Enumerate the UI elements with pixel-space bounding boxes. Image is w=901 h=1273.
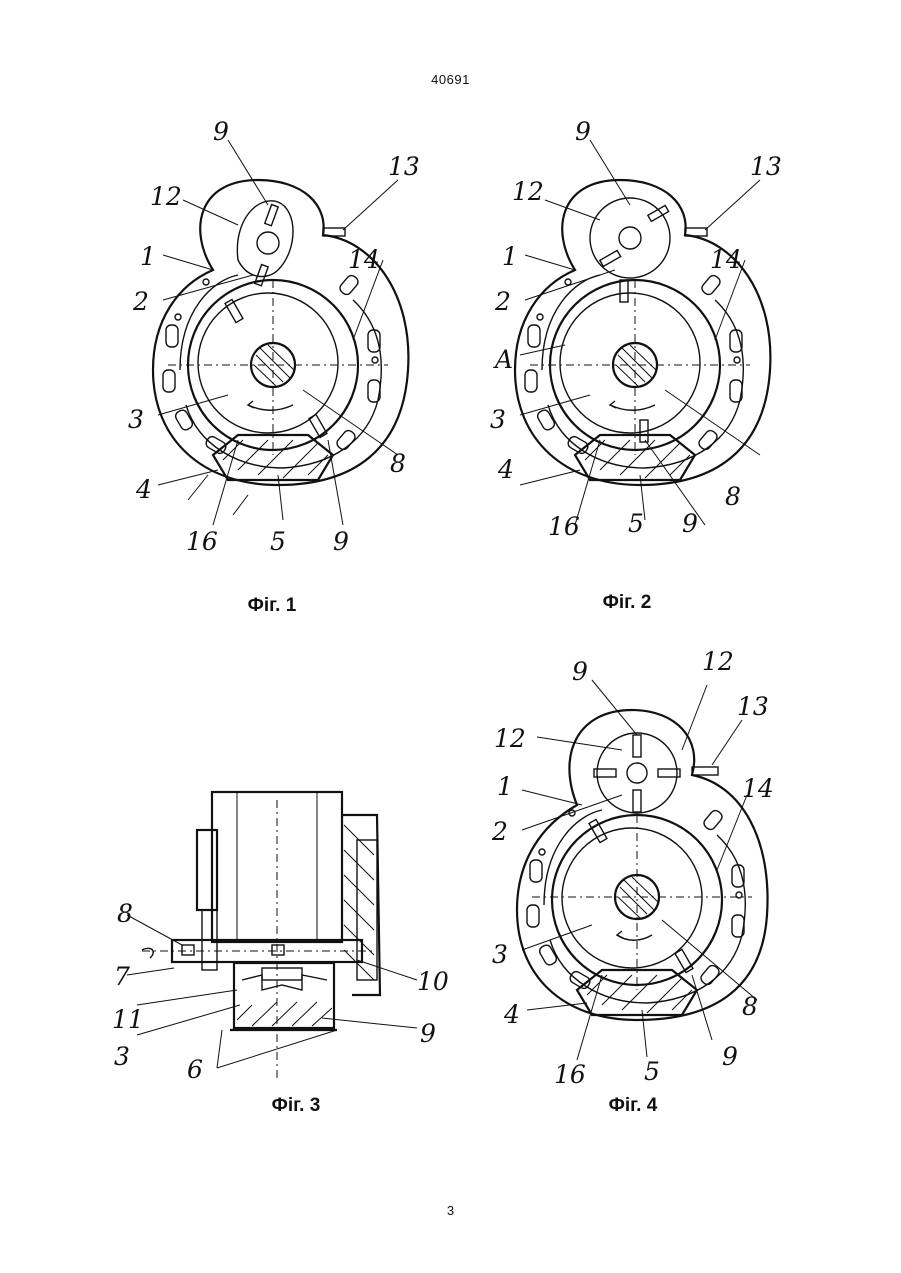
label-8: 8 xyxy=(742,992,758,1021)
label-9-top: 9 xyxy=(575,117,591,146)
figure-3-caption: Фіг. 3 xyxy=(216,1095,376,1117)
label-4: 4 xyxy=(135,475,152,504)
label-2: 2 xyxy=(494,287,511,316)
label-5: 5 xyxy=(644,1057,660,1086)
label-9: 9 xyxy=(420,1019,436,1048)
label-14: 14 xyxy=(710,245,742,274)
label-5: 5 xyxy=(270,527,286,556)
label-9-bottom: 9 xyxy=(722,1042,738,1071)
label-14: 14 xyxy=(742,774,774,803)
label-9-top: 9 xyxy=(213,117,229,146)
label-3: 3 xyxy=(128,405,144,434)
label-1: 1 xyxy=(497,772,513,801)
label-16: 16 xyxy=(554,1060,586,1089)
label-2: 2 xyxy=(132,287,149,316)
label-4: 4 xyxy=(497,455,514,484)
label-8: 8 xyxy=(390,449,406,478)
figure-3-drawing: 8 7 10 11 3 6 9 xyxy=(112,780,452,1090)
figure-1-caption: Фіг. 1 xyxy=(192,595,352,617)
label-8: 8 xyxy=(725,482,741,511)
label-3: 3 xyxy=(490,405,506,434)
figure-1-drawing: 9 13 12 14 1 2 3 8 4 16 5 9 xyxy=(118,110,438,570)
label-1: 1 xyxy=(140,242,156,271)
label-3: 3 xyxy=(492,940,508,969)
label-8: 8 xyxy=(117,899,133,928)
figure-2-drawing: 9 13 12 14 1 2 A 3 8 4 16 5 9 xyxy=(480,110,800,570)
figure-4-caption: Фіг. 4 xyxy=(553,1095,713,1117)
label-13: 13 xyxy=(388,152,420,181)
label-1: 1 xyxy=(502,242,518,271)
label-12: 12 xyxy=(494,724,526,753)
label-12-top: 12 xyxy=(702,647,734,676)
label-6: 6 xyxy=(187,1055,203,1084)
label-12: 12 xyxy=(512,177,544,206)
label-14: 14 xyxy=(348,245,380,274)
page-number: 3 xyxy=(0,1203,901,1218)
upper-shaft xyxy=(257,232,279,254)
label-16: 16 xyxy=(186,527,218,556)
figure-2-caption: Фіг. 2 xyxy=(547,592,707,614)
label-A: A xyxy=(493,345,513,374)
label-9-bottom: 9 xyxy=(333,527,349,556)
figure-4-drawing: 9 12 13 12 1 14 2 3 8 4 16 5 9 xyxy=(482,645,802,1095)
label-16: 16 xyxy=(548,512,580,541)
label-13: 13 xyxy=(750,152,782,181)
label-13: 13 xyxy=(737,692,769,721)
rotor-3 xyxy=(198,293,338,433)
label-2: 2 xyxy=(491,817,508,846)
label-5: 5 xyxy=(628,509,644,538)
label-9-bottom: 9 xyxy=(682,509,698,538)
label-4: 4 xyxy=(503,1000,520,1029)
label-10: 10 xyxy=(417,967,449,996)
label-7: 7 xyxy=(114,962,130,991)
label-9-top: 9 xyxy=(572,657,588,686)
label-12: 12 xyxy=(150,182,182,211)
document-number: 40691 xyxy=(0,72,901,87)
label-11: 11 xyxy=(112,1005,144,1034)
label-3: 3 xyxy=(114,1042,130,1071)
housing-outline xyxy=(153,180,408,485)
